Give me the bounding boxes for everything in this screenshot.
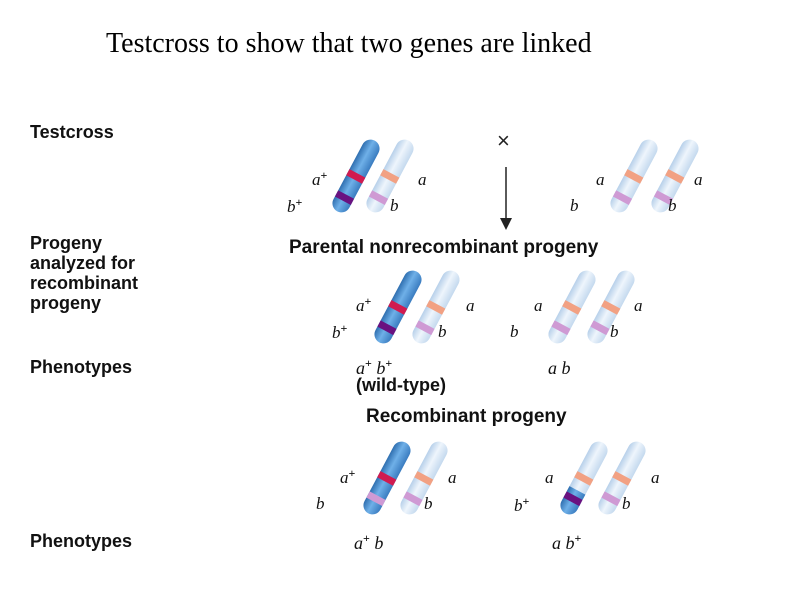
a-plus-band (346, 169, 366, 184)
phenotype-wild-type-genotype: a+ b+ (356, 356, 393, 378)
allele-label-b: b (570, 196, 579, 215)
phenotype-ab: a b (548, 358, 571, 378)
allele-label-b: b (668, 196, 677, 215)
recombinant-progeny-2-pair (560, 441, 646, 515)
section-recombinant-header: Recombinant progeny (366, 406, 567, 427)
allele-label-b: b (510, 322, 519, 341)
row-label-phenotypes: Phenotypes (30, 531, 133, 551)
allele-label-a: a (694, 170, 703, 189)
allele-label-a: a (651, 468, 660, 487)
cross-arrow-head (500, 218, 512, 230)
allele-label-a: a (418, 170, 427, 189)
section-parental-header: Parental nonrecombinant progeny (289, 237, 599, 258)
allele-label-a: a (448, 468, 457, 487)
parent-1-chromosome-pair (332, 139, 414, 213)
allele-label-b-plus: b+ (287, 195, 303, 216)
allele-label-b: b (438, 322, 447, 341)
chromosome-light (366, 139, 414, 213)
allele-label-b-plus: b+ (514, 494, 530, 515)
allele-label-a: a (596, 170, 605, 189)
diagram-title: Testcross to show that two genes are lin… (106, 28, 592, 59)
b-plus-band (334, 190, 355, 205)
row-label-progeny-line: Progeny (30, 233, 103, 253)
allele-label-a: a (545, 468, 554, 487)
recombinant-progeny-1-pair (363, 441, 448, 515)
chromosome-dark (332, 139, 380, 213)
b-band (368, 190, 389, 205)
cross-symbol: × (497, 128, 510, 153)
chromosome-light (610, 139, 658, 213)
parental-progeny-2-pair (548, 270, 635, 344)
allele-label-b: b (622, 494, 631, 513)
allele-label-a: a (534, 296, 543, 315)
allele-label-a-plus: a+ (340, 466, 356, 487)
allele-label-b-plus: b+ (332, 321, 348, 342)
parent-2-chromosome-pair (610, 139, 699, 213)
row-label-progeny-line: recombinant (30, 273, 139, 293)
row-label-testcross: Testcross (30, 122, 114, 142)
allele-label-a-plus: a+ (312, 168, 328, 189)
allele-label-b: b (390, 196, 399, 215)
row-label-phenotypes: Phenotypes (30, 357, 133, 377)
allele-label-b: b (316, 494, 325, 513)
chromosome-light (651, 139, 699, 213)
phenotype-a-b-plus: a b+ (552, 531, 582, 553)
phenotype-wild-type-label: (wild-type) (356, 375, 446, 395)
allele-label-b: b (610, 322, 619, 341)
a-band (380, 169, 400, 184)
row-label-progeny: Progeny analyzed for recombinant progeny (30, 233, 138, 313)
row-label-progeny-line: progeny (30, 293, 102, 313)
phenotype-a-plus-b: a+ b (354, 531, 384, 553)
allele-label-a-plus: a+ (356, 294, 372, 315)
allele-label-b: b (424, 494, 433, 513)
allele-label-a: a (634, 296, 643, 315)
parental-progeny-1-pair (374, 270, 460, 344)
row-label-progeny-line: analyzed for (30, 253, 136, 273)
allele-label-a: a (466, 296, 475, 315)
